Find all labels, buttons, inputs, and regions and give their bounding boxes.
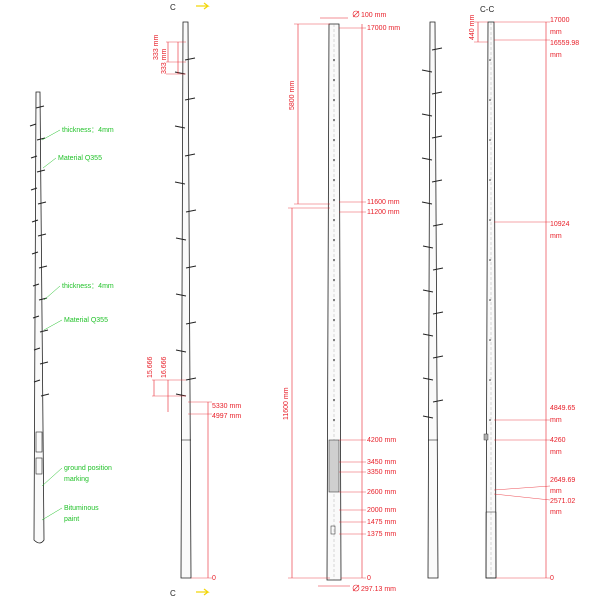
dim-1475: 1475 mm (367, 519, 396, 526)
section-title-cc: C-C (480, 5, 494, 14)
dim-zero-view5: 0 (550, 575, 554, 582)
dim-15-666: 15.666 (147, 356, 154, 378)
note-material-1: Material Q355 (58, 155, 102, 162)
dim-5330: 5330 mm (212, 403, 241, 410)
dim-17000-val: 17000 (550, 17, 570, 24)
dim-top-diameter: 100 mm (361, 12, 386, 19)
note-marking: marking (64, 476, 89, 483)
dim-3450: 3450 mm (367, 459, 396, 466)
dim-4200: 4200 mm (367, 437, 396, 444)
note-paint: paint (64, 516, 79, 523)
dim-16559-val: 16559.98 (550, 40, 579, 47)
dim-4260-unit: mm (550, 449, 562, 456)
dim-2600: 2600 mm (367, 489, 396, 496)
dim-3350: 3350 mm (367, 469, 396, 476)
dim-17000: 17000 mm (367, 25, 400, 32)
dim-440: 440 mm (469, 15, 476, 40)
view-2-front-elevation: C C 333 mm 333 mm 15.666 16.666 5330 mm … (147, 2, 241, 598)
dim-zero-view2: 0 (212, 575, 216, 582)
dim-333-b: 333 mm (161, 49, 168, 74)
dim-16559-unit: mm (550, 52, 562, 59)
dim-4260-val: 4260 (550, 437, 566, 444)
dim-11600-left: 11600 mm (283, 387, 290, 420)
dim-5800: 5800 mm (289, 81, 296, 110)
dim-16-666: 16.666 (161, 356, 168, 378)
view-5-section-cc: C-C 440 mm 17000 mm 16559.98 mm 10924 mm… (469, 5, 579, 582)
dim-17000-unit: mm (550, 29, 562, 36)
note-thickness-1: thickness：4mm (62, 127, 114, 134)
note-bituminous: Bituminous (64, 505, 99, 512)
dim-1375: 1375 mm (367, 531, 396, 538)
note-material-2: Material Q355 (64, 317, 108, 324)
dim-11600-right: 11600 mm (367, 199, 400, 206)
section-label-top: C (170, 3, 176, 12)
dim-11200: 11200 mm (367, 209, 400, 216)
dim-2000: 2000 mm (367, 507, 396, 514)
view-3-dimensioned-elevation: 100 mm 5800 mm 11600 mm 17000 mm 11600 m… (283, 10, 400, 593)
note-thickness-2: thickness：4mm (62, 283, 114, 290)
dim-2571-val: 2571.02 (550, 498, 575, 505)
note-ground-position: ground position (64, 465, 112, 472)
section-label-bottom: C (170, 589, 176, 598)
dim-2649-unit: mm (550, 488, 562, 495)
dim-4997: 4997 mm (212, 413, 241, 420)
dim-10924-unit: mm (550, 233, 562, 240)
dim-bottom-diameter: 297.13 mm (361, 586, 396, 593)
dim-10924-val: 10924 (550, 221, 570, 228)
dim-4849-val: 4849.65 (550, 405, 575, 412)
dim-zero-view3: 0 (367, 575, 371, 582)
dim-2571-unit: mm (550, 509, 562, 516)
dim-2649-val: 2649.69 (550, 477, 575, 484)
dim-333-a: 333 mm (153, 35, 160, 60)
dim-4849-unit: mm (550, 417, 562, 424)
view-4-elevation (421, 21, 444, 579)
view-1-pole-elevation: thickness：4mm Material Q355 thickness：4m… (29, 91, 114, 544)
